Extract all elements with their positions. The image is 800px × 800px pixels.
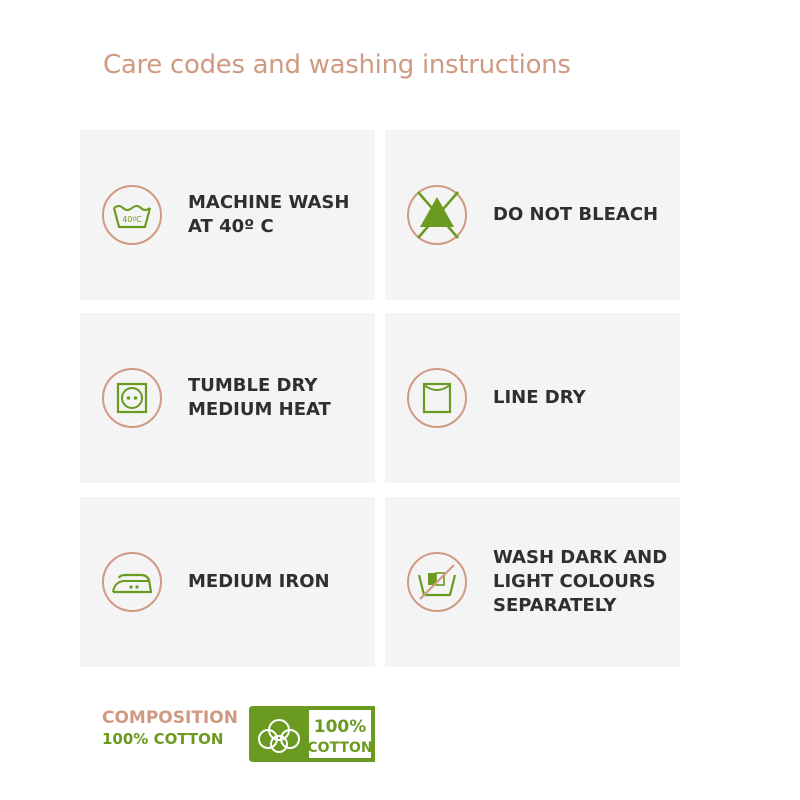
machine-wash-40-icon: 40ºC [101,184,163,246]
care-card-iron: MEDIUM IRON [80,497,375,667]
tumble-dry-medium-icon [101,367,163,429]
page-title: Care codes and washing instructions [103,50,571,80]
care-card-machine-wash: 40ºC MACHINE WASH AT 40º C [80,130,375,300]
badge-percent: 100% [314,717,367,737]
care-card-no-bleach: DO NOT BLEACH [385,130,680,300]
do-not-bleach-icon [406,184,468,246]
care-card-wash-separately: WASH DARK AND LIGHT COLOURS SEPARATELY [385,497,680,667]
medium-iron-icon [101,551,163,613]
badge-word: COTTON [307,740,372,756]
care-label: MEDIUM IRON [188,571,330,592]
line-dry-icon [406,367,468,429]
care-label: WASH DARK AND LIGHT COLOURS SEPARATELY [493,547,668,616]
composition-value: 100% COTTON [102,730,224,748]
wash-temp-text: 40ºC [122,215,142,224]
cotton-flower-icon [258,719,300,753]
care-label: MACHINE WASH AT 40º C [188,192,350,237]
care-label: LINE DRY [493,387,586,408]
care-label: TUMBLE DRY MEDIUM HEAT [188,375,331,420]
care-card-line-dry: LINE DRY [385,313,680,483]
care-label: DO NOT BLEACH [493,204,659,225]
wash-separately-icon [406,551,468,613]
cotton-badge: 100% COTTON [249,706,375,762]
composition-title: COMPOSITION [102,708,238,728]
care-card-tumble-dry: TUMBLE DRY MEDIUM HEAT [80,313,375,483]
